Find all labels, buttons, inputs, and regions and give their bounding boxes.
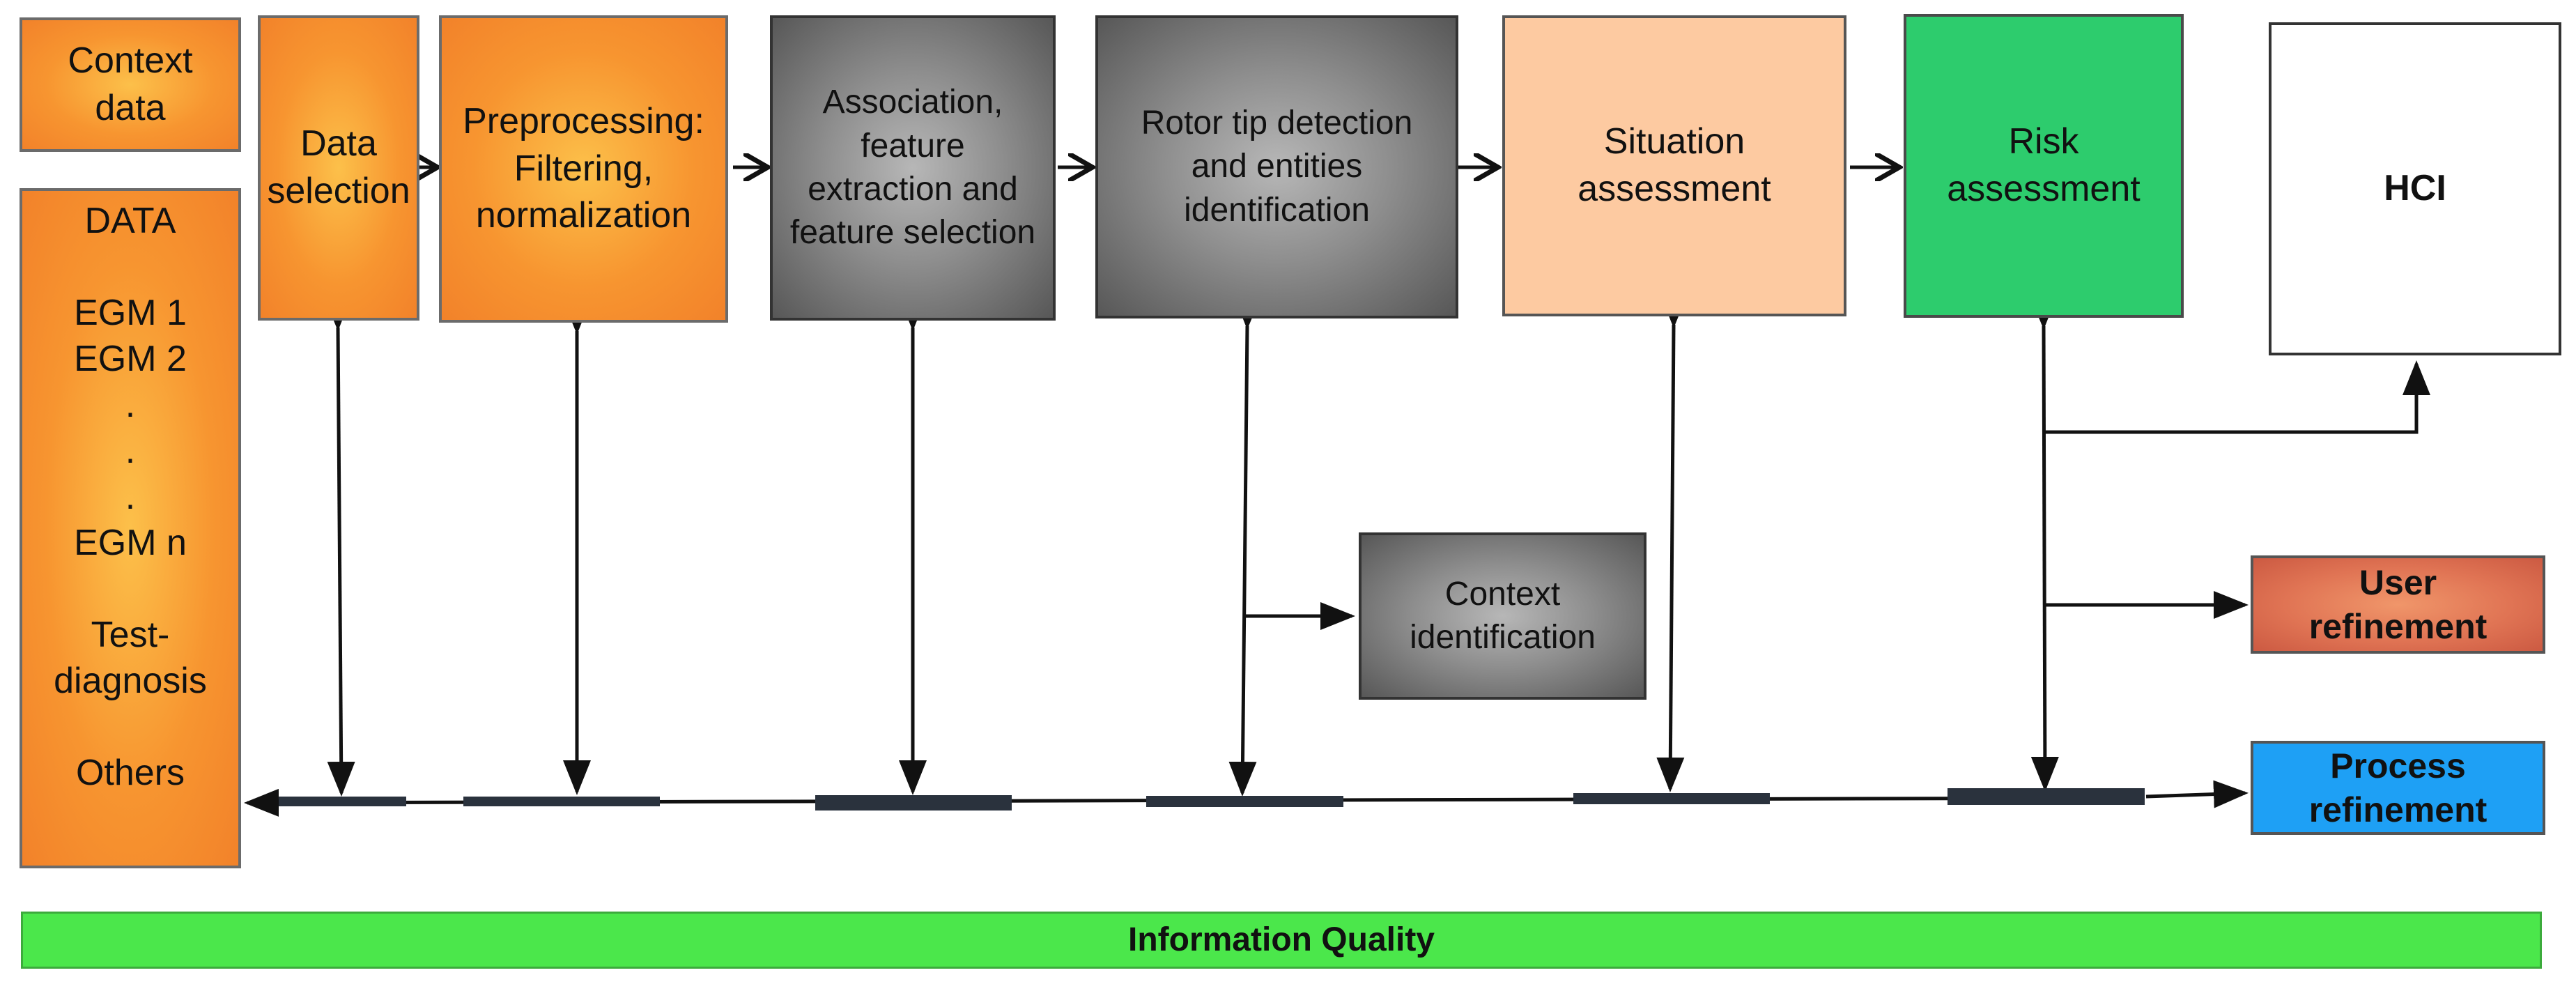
hci-box: HCI [2269, 22, 2561, 355]
process-refinement-box: Process refinement [2251, 741, 2545, 835]
data-item: EGM 2 [74, 339, 187, 379]
association-box: Association, feature extraction and feat… [770, 15, 1056, 321]
risk-assessment-box: Risk assessment [1904, 14, 2184, 318]
data-column: DATA EGM 1 EGM 2 . . . EGM n Test- diagn… [20, 188, 241, 868]
data-item: Test- diagnosis [54, 615, 207, 701]
bus-segment [1948, 788, 2145, 805]
vertical-arrow-data-selection [323, 295, 355, 797]
vertical-arrow-risk [2029, 294, 2059, 792]
preprocessing-box: Preprocessing: Filtering, normalization [439, 15, 728, 323]
bus-segment [1573, 793, 1770, 804]
data-selection-box: Data selection [258, 15, 419, 321]
data-item: EGM 1 [74, 293, 187, 333]
bus-segment [463, 797, 660, 806]
arrow-to-hci [2045, 360, 2430, 434]
context-identification-box: Context identification [1359, 532, 1646, 700]
rotor-tip-detection-box: Rotor tip detection and entities identif… [1095, 15, 1458, 318]
information-quality-bar: Information Quality [21, 912, 2542, 969]
vertical-arrow-rotor [1228, 294, 1262, 797]
vertical-arrow-situation [1656, 293, 1688, 792]
data-item: Others [75, 753, 185, 793]
data-item: . [125, 477, 136, 517]
data-item: EGM n [74, 523, 187, 563]
bus-segment [815, 795, 1012, 811]
bus-segment [1146, 796, 1343, 807]
bus-segment [279, 797, 406, 806]
data-item: . [125, 431, 136, 471]
bus-to-process-refinement [2145, 780, 2249, 808]
data-item: . [125, 385, 136, 425]
context-data-box: Context data [20, 17, 241, 152]
data-heading: DATA [84, 201, 176, 241]
situation-assessment-box: Situation assessment [1502, 15, 1846, 316]
user-refinement-box: User refinement [2251, 555, 2545, 654]
